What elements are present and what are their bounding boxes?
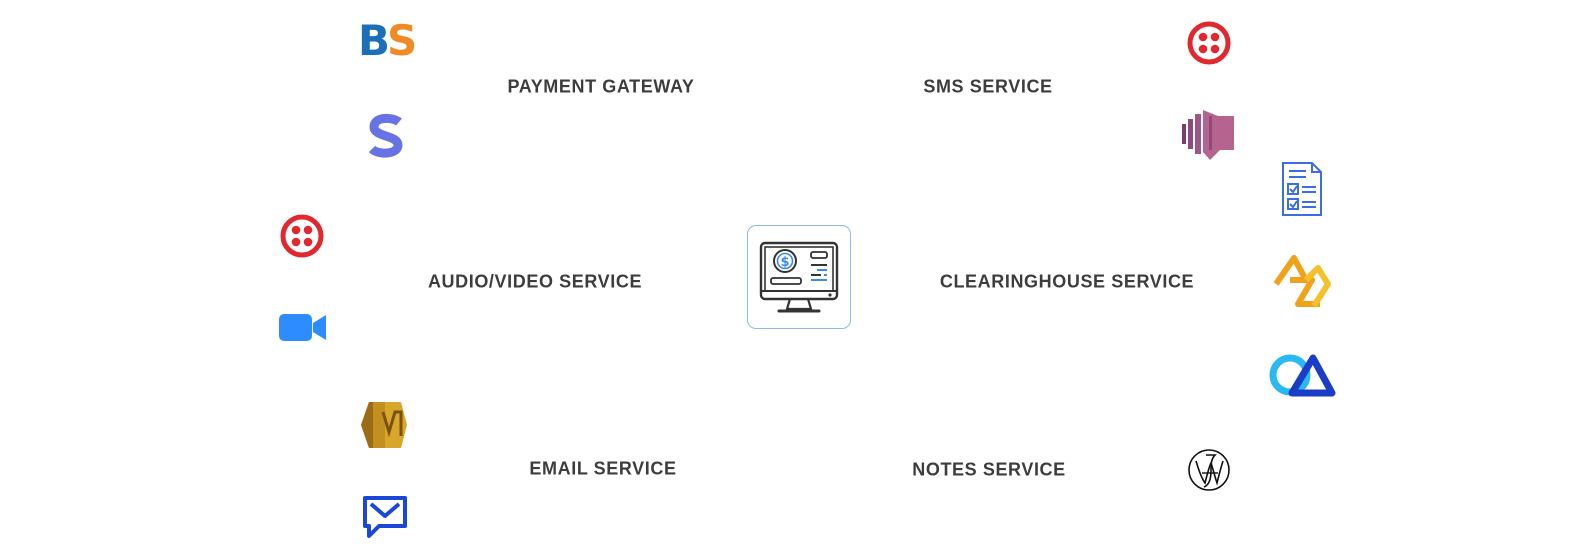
sms-service-label: SMS SERVICE bbox=[923, 76, 1053, 97]
claim-form-icon bbox=[1280, 161, 1324, 217]
bluesnap-letter-b: B bbox=[358, 16, 390, 65]
bluesnap-logo: BS bbox=[358, 20, 417, 62]
message-envelope-icon bbox=[361, 494, 409, 540]
svg-text:$: $ bbox=[780, 255, 789, 270]
twilio-logo bbox=[279, 213, 325, 259]
zirmed-logo bbox=[1272, 254, 1332, 310]
zoom-logo bbox=[279, 313, 327, 343]
notes-service-label: NOTES SERVICE bbox=[912, 459, 1066, 480]
billing-computer-icon: $ bbox=[759, 241, 839, 313]
amazon-sns-logo bbox=[1180, 108, 1236, 162]
signature-emblem-logo bbox=[1187, 447, 1231, 493]
stripe-logo bbox=[366, 110, 406, 160]
bluesnap-letter-s: S bbox=[387, 16, 417, 65]
clearinghouse-service-label: CLEARINGHOUSE SERVICE bbox=[939, 271, 1195, 292]
email-service-label: EMAIL SERVICE bbox=[529, 458, 677, 479]
twilio-logo bbox=[1186, 20, 1232, 66]
change-healthcare-logo bbox=[1268, 352, 1336, 398]
payment-gateway-label: PAYMENT GATEWAY bbox=[507, 76, 695, 97]
billing-hub: $ bbox=[747, 225, 851, 329]
amazon-ses-logo bbox=[359, 398, 409, 452]
audio-video-service-label: AUDIO/VIDEO SERVICE bbox=[427, 271, 643, 292]
